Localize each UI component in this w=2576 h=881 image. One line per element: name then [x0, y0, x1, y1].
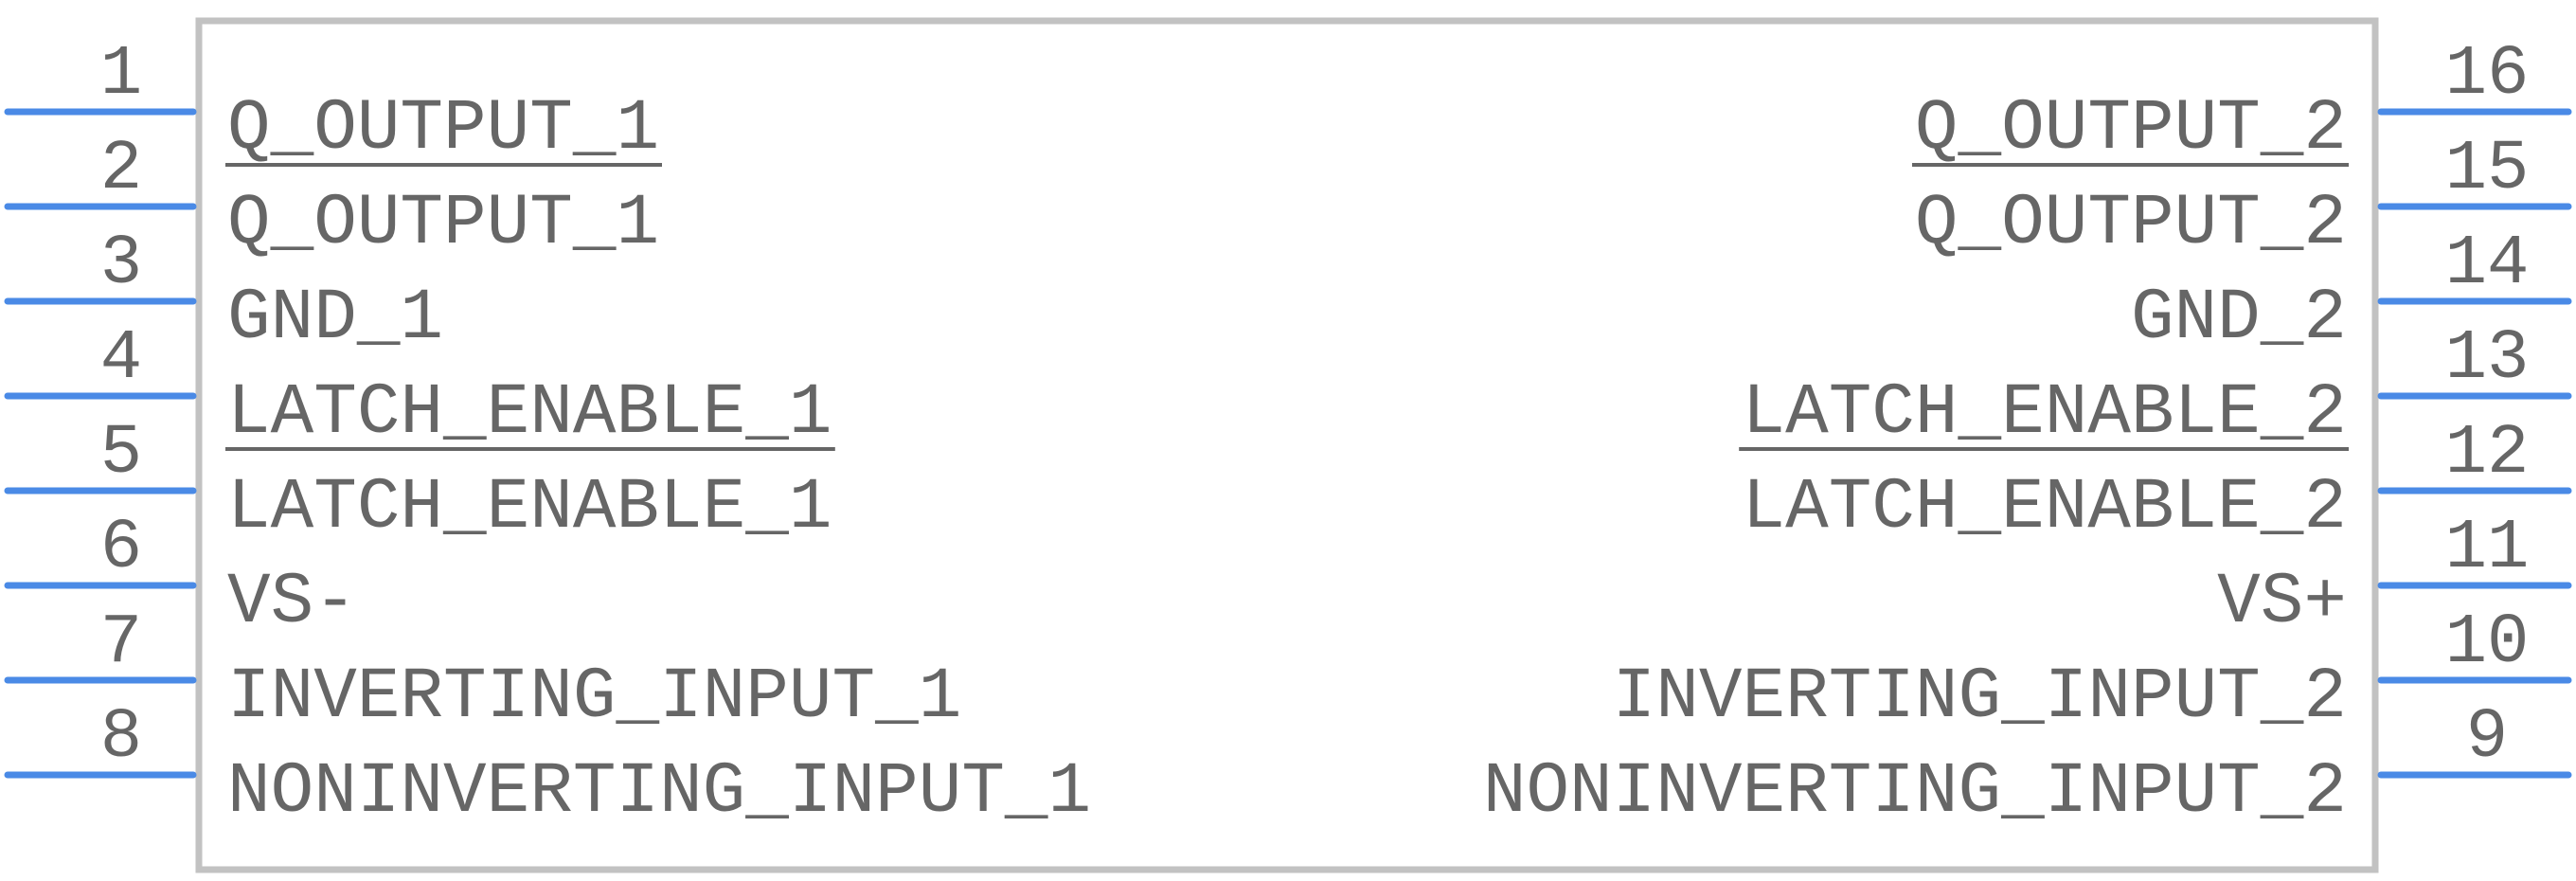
pin-number-16: 16 — [2445, 35, 2530, 115]
left-pin-group: 1Q_OUTPUT_12Q_OUTPUT_13GND_14LATCH_ENABL… — [4, 35, 1091, 833]
pin-number-9: 9 — [2466, 698, 2508, 778]
pin-name-8: NONINVERTING_INPUT_1 — [227, 751, 1091, 833]
pin-name-13: LATCH_ENABLE_2 — [1742, 372, 2347, 454]
pin-number-8: 8 — [100, 698, 142, 778]
pin-number-6: 6 — [100, 509, 142, 588]
pin-number-2: 2 — [100, 130, 142, 209]
pin-name-1: Q_OUTPUT_1 — [227, 88, 659, 170]
pin-number-5: 5 — [100, 414, 142, 494]
pin-name-3: GND_1 — [227, 278, 443, 359]
component-body — [195, 17, 2379, 873]
pin-name-9: NONINVERTING_INPUT_2 — [1483, 751, 2347, 833]
pin-name-16: Q_OUTPUT_2 — [1915, 88, 2347, 170]
pin-name-2: Q_OUTPUT_1 — [227, 183, 659, 264]
pin-number-10: 10 — [2445, 603, 2530, 683]
pin-name-5: LATCH_ENABLE_1 — [227, 467, 832, 548]
pin-number-14: 14 — [2445, 225, 2530, 304]
pin-number-11: 11 — [2445, 509, 2530, 588]
pin-number-4: 4 — [100, 319, 142, 399]
pin-name-7: INVERTING_INPUT_1 — [227, 656, 961, 738]
pin-name-11: VS+ — [2217, 562, 2347, 643]
pin-number-7: 7 — [100, 603, 142, 683]
pin-name-15: Q_OUTPUT_2 — [1915, 183, 2347, 264]
pin-number-12: 12 — [2445, 414, 2530, 494]
pin-number-13: 13 — [2445, 319, 2530, 399]
pin-number-15: 15 — [2445, 130, 2530, 209]
pin-number-3: 3 — [100, 225, 142, 304]
pin-number-1: 1 — [100, 35, 142, 115]
pin-name-10: INVERTING_INPUT_2 — [1613, 656, 2347, 738]
pin-name-12: LATCH_ENABLE_2 — [1742, 467, 2347, 548]
pin-name-6: VS- — [227, 562, 357, 643]
pin-name-4: LATCH_ENABLE_1 — [227, 372, 832, 454]
pin-name-14: GND_2 — [2131, 278, 2347, 359]
